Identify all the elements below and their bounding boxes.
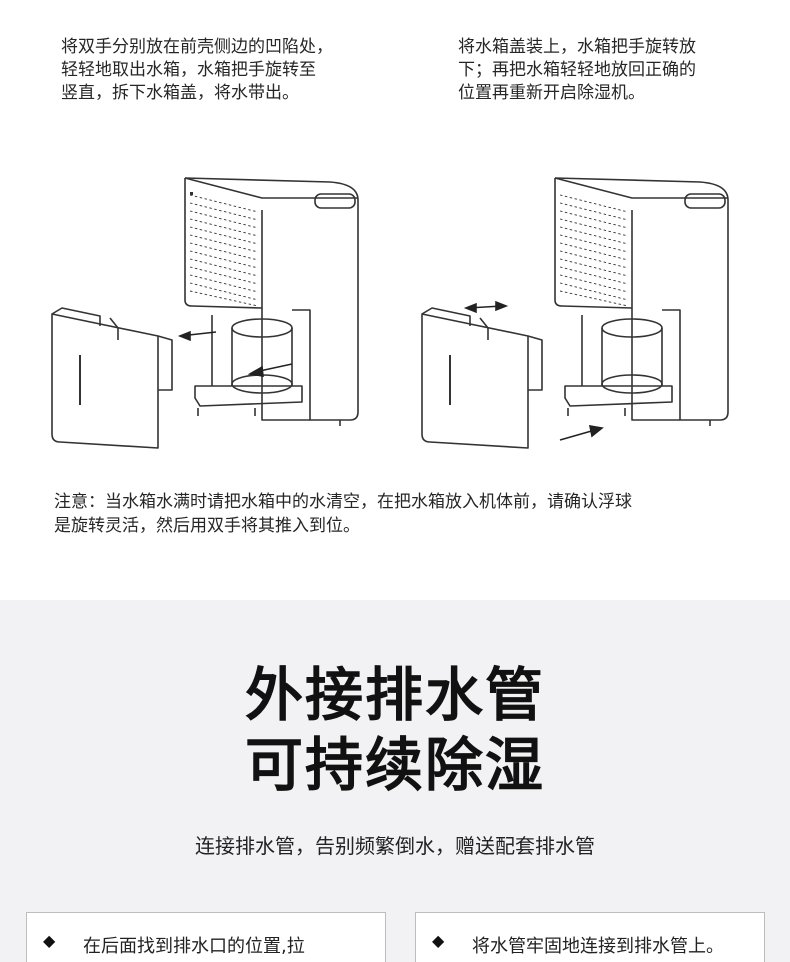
feature-subline: 连接排水管，告别频繁倒水，赠送配套排水管: [195, 834, 595, 858]
step-remove-tank-text: 将双手分别放在前壳侧边的凹陷处， 轻轻地取出水箱，水箱把手旋转至 竖直，拆下水箱…: [61, 37, 333, 103]
feature-headline-line1: 外接排水管: [244, 661, 545, 729]
instructions-section: 将双手分别放在前壳侧边的凹陷处， 轻轻地取出水箱，水箱把手旋转至 竖直，拆下水箱…: [51, 37, 729, 536]
drain-step-card: ◆ 将水管牢固地连接到排水管上。: [415, 912, 765, 962]
drain-step-text: 在后面找到排水口的位置,拉: [83, 936, 305, 957]
tank-note-text: 注意：当水箱水满时请把水箱中的水清空，在把水箱放入机体前，请确认浮球 是旋转灵活…: [54, 492, 632, 536]
feature-headline-line2: 可持续除湿: [244, 731, 545, 799]
drain-feature-section: [0, 600, 790, 962]
replace-tank-illustration: [421, 177, 729, 449]
diamond-bullet-icon: ◆: [432, 931, 445, 950]
drain-step-text: 将水管牢固地连接到排水管上。: [472, 936, 724, 957]
remove-tank-illustration: [51, 177, 359, 449]
diamond-bullet-icon: ◆: [43, 931, 56, 950]
step-replace-tank-text: 将水箱盖装上，水箱把手旋转放 下；再把水箱轻轻地放回正确的 位置再重新开启除湿机…: [458, 37, 696, 103]
drain-step-card: ◆ 在后面找到排水口的位置,拉: [26, 912, 386, 962]
